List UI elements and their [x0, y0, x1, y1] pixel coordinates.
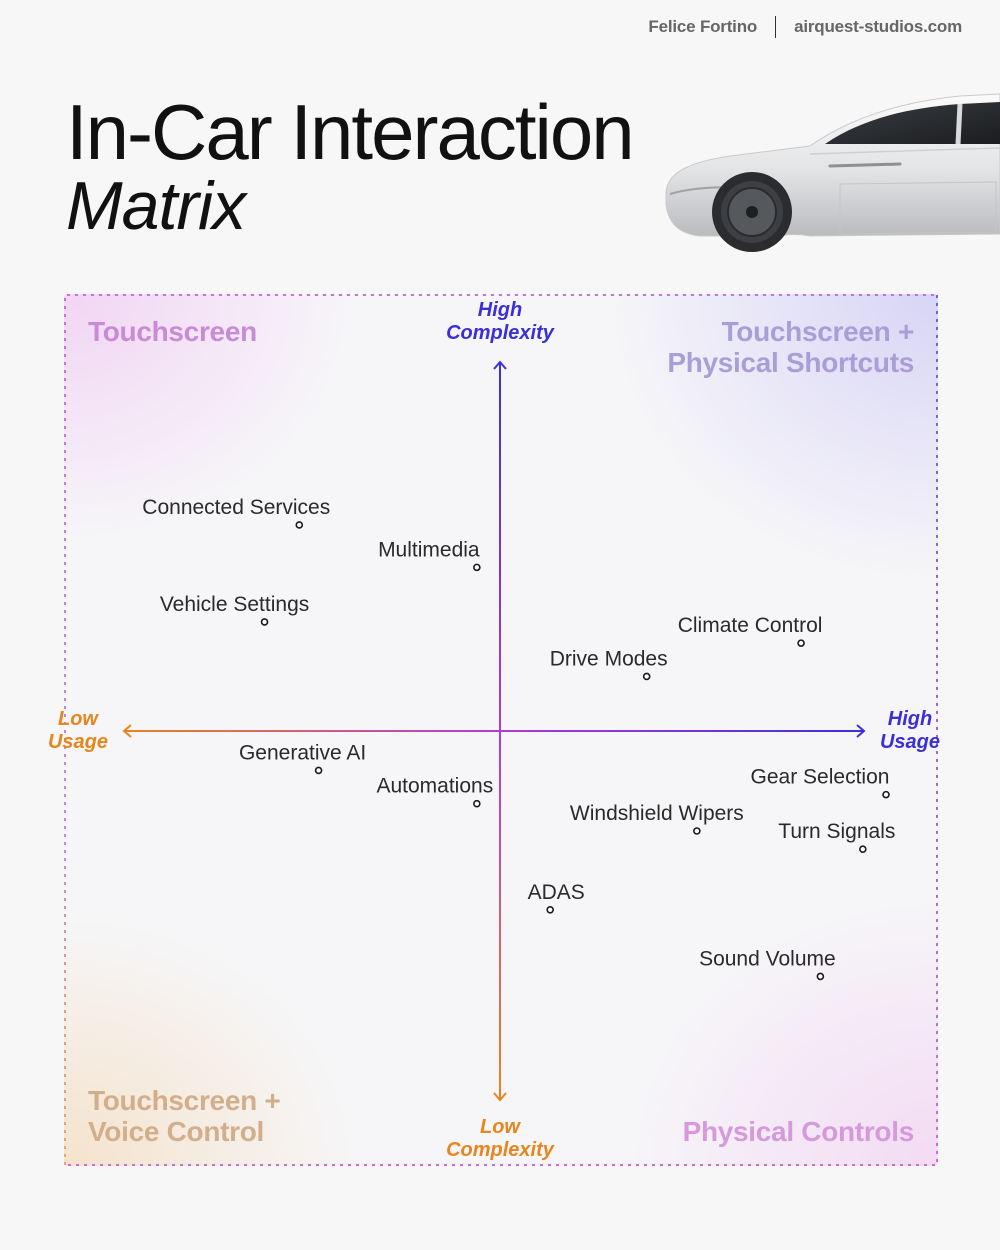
data-point: Connected Services: [142, 496, 330, 529]
car-image: [665, 93, 1000, 252]
quadrant-label-physical-controls: Physical Controls: [682, 1116, 915, 1147]
x-axis-arrow-left: [122, 724, 132, 738]
data-point-marker: [882, 790, 890, 799]
data-point-label: Windshield Wipers: [570, 802, 744, 825]
data-point-label: Automations: [376, 775, 493, 798]
data-point: Generative AI: [239, 741, 366, 775]
quadrant-label-touchscreen-physical-shortcuts: Touchscreen + Physical Shortcuts: [667, 316, 914, 378]
page-subtitle: Matrix: [66, 168, 246, 244]
data-point-label: Gear Selection: [751, 766, 890, 789]
data-point-label: Generative AI: [239, 741, 366, 764]
data-point-marker: [859, 845, 867, 853]
data-point-marker: [260, 618, 269, 626]
header-meta: Felice Fortino airquest-studios.com: [648, 16, 962, 38]
y-axis-arrow-down: [493, 1092, 507, 1102]
data-point-marker: [546, 905, 554, 914]
data-point: Multimedia: [378, 538, 481, 572]
data-point-label: Climate Control: [678, 614, 823, 637]
data-point: Climate Control: [678, 614, 823, 647]
data-point-label: Vehicle Settings: [160, 593, 309, 616]
data-point-marker: [693, 827, 701, 835]
data-point-label: Drive Modes: [550, 647, 668, 670]
quadrant-label-touchscreen-voice-control: Touchscreen + Voice Control: [88, 1085, 281, 1147]
data-point-marker: [473, 799, 481, 808]
author-name: Felice Fortino: [648, 17, 758, 36]
data-point-label: Connected Services: [142, 496, 330, 519]
y-axis-arrow-up: [493, 360, 507, 370]
data-point-marker: [314, 766, 323, 775]
data-point: Windshield Wipers: [570, 802, 744, 835]
data-point-label: ADAS: [528, 881, 585, 904]
data-point-marker: [797, 639, 805, 647]
data-point-marker: [642, 672, 651, 681]
data-point: Gear Selection: [751, 766, 890, 799]
x-axis: [122, 724, 866, 738]
data-point: ADAS: [528, 881, 585, 914]
quadrant-label-touchscreen: Touchscreen: [88, 316, 257, 347]
data-point-label: Multimedia: [378, 538, 480, 561]
data-point-marker: [295, 521, 304, 529]
x-axis-arrow-right: [856, 724, 866, 738]
data-point-marker: [816, 972, 825, 981]
data-point: Drive Modes: [550, 647, 668, 681]
data-point-label: Turn Signals: [778, 820, 895, 843]
page-title: In-Car Interaction: [66, 88, 635, 176]
matrix-border: [64, 294, 938, 1166]
data-point-marker: [473, 563, 481, 572]
data-point: Vehicle Settings: [160, 593, 309, 626]
data-point: Sound Volume: [699, 947, 836, 981]
data-point: Automations: [376, 775, 493, 808]
data-point: Turn Signals: [778, 820, 895, 853]
website-link[interactable]: airquest-studios.com: [794, 17, 962, 36]
header-divider: [775, 16, 777, 38]
data-point-label: Sound Volume: [699, 947, 836, 970]
